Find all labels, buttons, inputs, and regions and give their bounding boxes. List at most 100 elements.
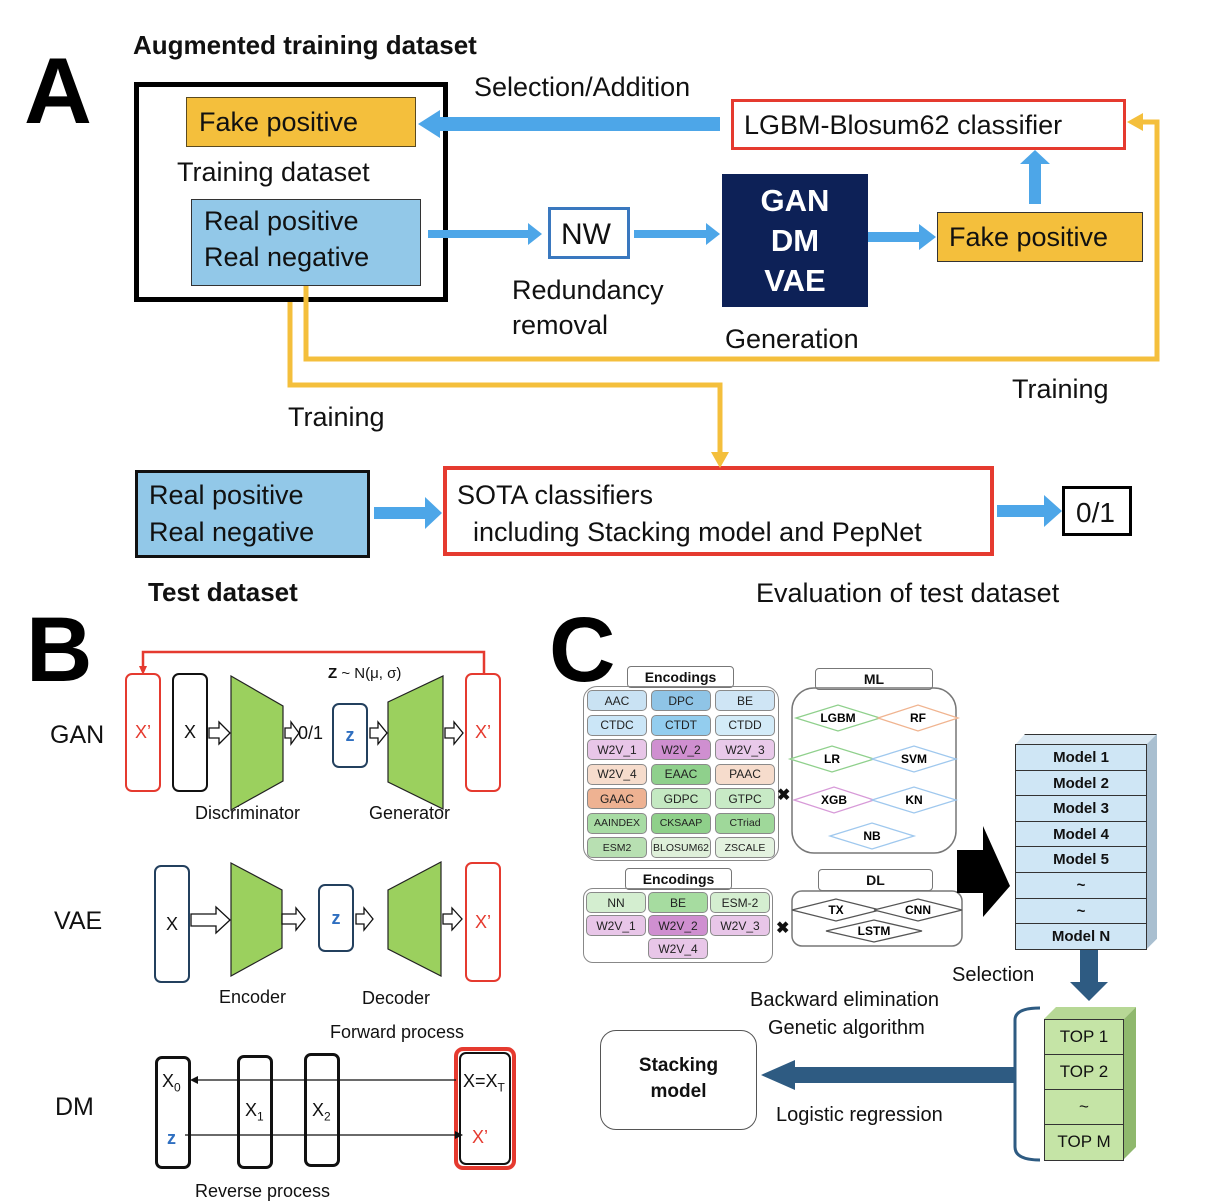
logistic-regression-label: Logistic regression xyxy=(776,1104,943,1126)
ml-encoding-cell: CKSAAP xyxy=(651,812,711,834)
discriminator-label: Discriminator xyxy=(195,803,301,823)
test-real-positive-text: Real positive xyxy=(149,480,304,510)
test-dataset-label: Test dataset xyxy=(148,577,298,607)
dm-x0-label: X0 xyxy=(162,1071,181,1095)
dm-x1-label: X1 xyxy=(245,1100,264,1124)
ml-encoding-cell: ZSCALE xyxy=(715,837,775,858)
ml-model-label: SVM xyxy=(901,752,927,766)
x0-sub: 0 xyxy=(174,1080,181,1095)
vae-x: X xyxy=(154,865,190,983)
training-line-left xyxy=(287,302,723,455)
reverse-arrowhead xyxy=(455,1131,463,1139)
vae-row-label: VAE xyxy=(54,907,103,935)
panel-label-a: A xyxy=(24,38,92,143)
gan-row-label: GAN xyxy=(50,721,105,749)
training-label-right: Training xyxy=(1012,374,1109,404)
ml-encoding-cell: BLOSUM62 xyxy=(651,837,711,858)
gan-output-label: 0/1 xyxy=(298,723,324,743)
real-data-test-box: Real positive Real negative xyxy=(135,470,370,558)
selection-arrow xyxy=(418,110,720,138)
real-positive-text: Real positive xyxy=(204,206,359,236)
ml-title: ML xyxy=(815,668,933,690)
ml-encoding-cell: BE xyxy=(715,690,775,711)
ml-encoding-cell: W2V_4 xyxy=(587,763,647,785)
to-nw-arrow xyxy=(428,223,542,245)
dm-z-label: z xyxy=(167,1128,176,1148)
vae-x-text: X xyxy=(165,913,178,934)
gan-arrow-2 xyxy=(284,720,300,746)
x1-main: X xyxy=(245,1100,258,1120)
ml-model-label: XGB xyxy=(821,793,847,807)
xt-sub: T xyxy=(497,1080,505,1095)
hollow-arrows xyxy=(190,720,464,935)
real-negative-text: Real negative xyxy=(204,242,370,272)
dl-encoding-cell: BE xyxy=(648,892,708,913)
stacking-line2: model xyxy=(650,1081,707,1102)
dl-encoding-cell: W2V_4 xyxy=(648,938,708,959)
redundancy-line2: removal xyxy=(512,310,609,340)
dl-models-container xyxy=(791,890,963,947)
dl-encoding-cell: W2V_2 xyxy=(648,915,708,936)
up-to-lgbm-arrow xyxy=(1020,150,1050,204)
x2-sub: 2 xyxy=(324,1109,331,1124)
dl-encoding-cell: NN xyxy=(586,892,646,913)
ml-encoding-cell: EAAC xyxy=(651,763,711,785)
to-output-arrow xyxy=(997,495,1062,527)
dm-xt-bar xyxy=(454,1047,516,1170)
generator-trapezoid xyxy=(387,675,444,810)
gan-arrow-3 xyxy=(369,720,388,746)
dl-model-diamond xyxy=(825,919,923,943)
z-bold: Z xyxy=(328,665,338,682)
top-stack-top-face xyxy=(1044,1007,1136,1019)
dl-encoding-cell: ESM-2 xyxy=(710,892,770,913)
ml-models-container xyxy=(791,687,957,854)
vae-arrow-2 xyxy=(281,906,306,932)
panel-label-b: B xyxy=(26,599,93,701)
gan-x-prime-right-text: X’ xyxy=(474,722,491,742)
gan-feedback-loop xyxy=(141,650,486,673)
gen-model-dm: DM xyxy=(770,223,820,258)
to-gen-arrow xyxy=(634,223,720,245)
ml-encoding-cell: W2V_1 xyxy=(587,739,647,760)
decoder-label: Decoder xyxy=(362,988,431,1008)
discriminator-trapezoid xyxy=(230,674,284,812)
to-fake-arrow xyxy=(868,224,936,250)
dm-x2-label: X2 xyxy=(312,1100,331,1124)
dl-model-label: CNN xyxy=(905,903,931,917)
lgbm-classifier-text: LGBM-Blosum62 classifier xyxy=(744,110,1063,140)
fake-positive-train-box: Fake positive xyxy=(186,97,416,147)
dl-model-label: TX xyxy=(828,903,843,917)
vae-z: z xyxy=(318,884,354,952)
ml-model-label: LR xyxy=(824,752,840,766)
dm-x2-bar xyxy=(304,1053,340,1167)
model-stack-side-face xyxy=(1147,734,1157,949)
gan-arrow-1 xyxy=(208,720,231,746)
big-black-arrow xyxy=(957,826,1010,917)
generator-label: Generator xyxy=(369,803,451,823)
ml-model-label: RF xyxy=(910,711,926,725)
augmented-training-title: Augmented training dataset xyxy=(133,30,477,60)
ml-model-diamond xyxy=(869,786,959,814)
model-stack-row: Model 3 xyxy=(1015,795,1147,823)
dm-x-prime-label: X’ xyxy=(472,1127,489,1147)
genetic-algorithm-label: Genetic algorithm xyxy=(768,1017,925,1039)
ml-model-diamond xyxy=(875,704,961,732)
gan-arrow-4 xyxy=(444,720,464,746)
nw-text: NW xyxy=(561,218,611,251)
lgbm-classifier-box: LGBM-Blosum62 classifier xyxy=(731,99,1126,150)
ml-encoding-cell: CTriad xyxy=(715,812,775,834)
training-arrowhead-right xyxy=(1127,113,1143,131)
encoder-label: Encoder xyxy=(219,987,287,1007)
blue-arrows xyxy=(374,110,1062,529)
sota-line1: SOTA classifiers xyxy=(457,480,654,510)
top-stack-side-face xyxy=(1124,1007,1136,1159)
output-box: 0/1 xyxy=(1062,486,1132,536)
ml-model-label: KN xyxy=(905,793,922,807)
dm-row-label: DM xyxy=(55,1093,94,1121)
x0-main: X xyxy=(162,1071,175,1091)
vae-arrow-3 xyxy=(355,906,374,932)
output-text: 0/1 xyxy=(1076,497,1115,528)
ml-encoding-cell: CTDT xyxy=(651,714,711,736)
